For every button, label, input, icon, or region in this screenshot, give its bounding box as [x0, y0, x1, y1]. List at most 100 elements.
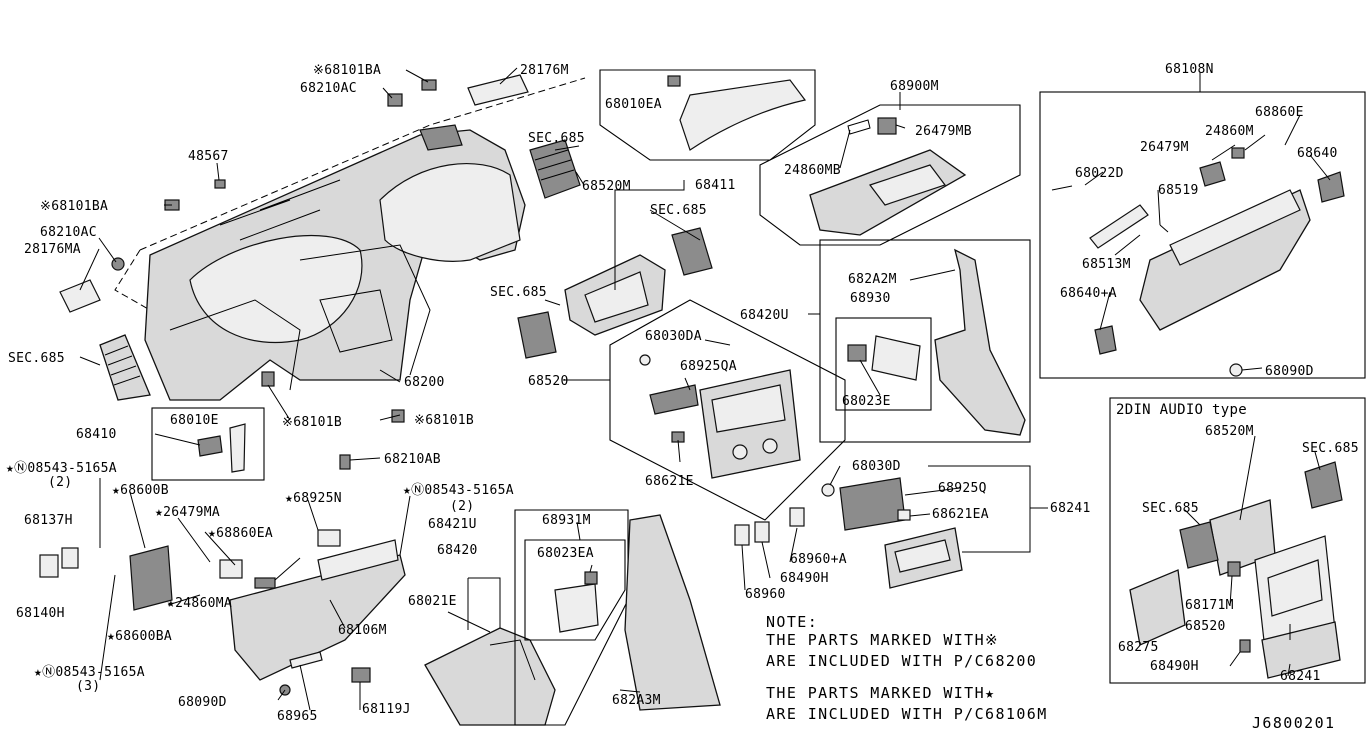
label-682A2M: 682A2M: [848, 272, 897, 287]
label-68520: 68520: [528, 374, 569, 389]
note-line-4: THE PARTS MARKED WITH★: [766, 684, 995, 702]
label-68101B-a: ※68101B: [282, 415, 342, 430]
notes-block: NOTE: THE PARTS MARKED WITH※ ARE INCLUDE…: [766, 613, 1048, 723]
label-68411: 68411: [695, 178, 736, 193]
side-panel-box: [819, 239, 1031, 443]
label-68925N: ★68925N: [285, 491, 342, 506]
label-68860E: 68860E: [1255, 105, 1304, 120]
audio-type-box: [1109, 397, 1366, 684]
label-68420U: 68420U: [740, 308, 789, 323]
label-68925Q: 68925Q: [938, 481, 987, 496]
label-08543-a: ★Ⓝ08543-5165A: [6, 461, 117, 476]
label-68960A: 68960+A: [790, 552, 847, 567]
label-68931M: 68931M: [542, 513, 591, 528]
label-68900M: 68900M: [890, 79, 939, 94]
label-08543-b-qty: (2): [450, 499, 474, 514]
label-68101B-b: ※68101B: [414, 413, 474, 428]
label-26479MB: 26479MB: [915, 124, 972, 139]
label-68600B: ★68600B: [112, 483, 169, 498]
switch-panel-parts: [734, 477, 963, 589]
diagram-code: J6800201: [1252, 714, 1335, 732]
label-68421U: 68421U: [428, 517, 477, 532]
label-68210AC-top: 68210AC: [300, 81, 357, 96]
label-68621EA: 68621EA: [932, 507, 989, 522]
label-24860MB: 24860MB: [784, 163, 841, 178]
label-68030DA: 68030DA: [645, 329, 702, 344]
label-audio-sec685-mid: SEC.685: [1142, 501, 1199, 516]
lower-side-panel: [424, 627, 556, 726]
part-labels: ※68101BA 68210AC 28176M 68010EA 68411 48…: [6, 62, 1359, 724]
label-68030D: 68030D: [852, 459, 901, 474]
label-68101BA-left: ※68101BA: [40, 199, 108, 214]
label-sec685-left: SEC.685: [8, 351, 65, 366]
label-68621E: 68621E: [645, 474, 694, 489]
label-audio-68490H: 68490H: [1150, 659, 1199, 674]
label-24860M: 24860M: [1205, 124, 1254, 139]
label-audio-68520M: 68520M: [1205, 424, 1254, 439]
label-68108N: 68108N: [1165, 62, 1214, 77]
label-sec685-c: SEC.685: [490, 285, 547, 300]
label-68090D-right: 68090D: [1265, 364, 1314, 379]
label-68200: 68200: [404, 375, 445, 390]
label-68119J: 68119J: [362, 702, 411, 717]
label-68960: 68960: [745, 587, 786, 602]
note-line-3: ARE INCLUDED WITH P/C68200: [766, 652, 1037, 670]
note-line-1: NOTE:: [766, 613, 818, 631]
label-68101BA-top: ※68101BA: [313, 63, 381, 78]
label-audio-title: 2DIN AUDIO type: [1116, 402, 1247, 418]
label-24860MA: ★24860MA: [167, 596, 232, 611]
label-audio-68171M: 68171M: [1185, 598, 1234, 613]
label-68925QA: 68925QA: [680, 359, 737, 374]
glovebox-lid-box: [759, 104, 1021, 246]
label-68010E: 68010E: [170, 413, 219, 428]
label-68241: 68241: [1050, 501, 1091, 516]
kick-panel-box: [514, 509, 721, 726]
label-68410: 68410: [76, 427, 117, 442]
glovebox-box: [1039, 91, 1366, 379]
label-68600BA: ★68600BA: [107, 629, 172, 644]
label-audio-sec685-top: SEC.685: [1302, 441, 1359, 456]
label-68021E: 68021E: [408, 594, 457, 609]
label-48567: 48567: [188, 149, 229, 164]
label-audio-68241: 68241: [1280, 669, 1321, 684]
label-68519: 68519: [1158, 183, 1199, 198]
label-68420: 68420: [437, 543, 478, 558]
label-28176MA: 28176MA: [24, 242, 81, 257]
clip-parts: [59, 74, 529, 470]
label-68640: 68640: [1297, 146, 1338, 161]
label-68210AC-left: 68210AC: [40, 225, 97, 240]
label-26479MA: ★26479MA: [155, 505, 220, 520]
label-audio-68520: 68520: [1185, 619, 1226, 634]
label-68513M: 68513M: [1082, 257, 1131, 272]
label-68010EA: 68010EA: [605, 97, 662, 112]
label-68860EA: ★68860EA: [208, 526, 273, 541]
label-68106M: 68106M: [338, 623, 387, 638]
label-08543-a-qty: (2): [48, 475, 72, 490]
label-68090D-left: 68090D: [178, 695, 227, 710]
label-08543-c: ★Ⓝ08543-5165A: [34, 665, 145, 680]
label-26479M: 26479M: [1140, 140, 1189, 155]
center-cluster-box: [609, 299, 846, 521]
label-68140H: 68140H: [16, 606, 65, 621]
label-68965: 68965: [277, 709, 318, 724]
label-68137H: 68137H: [24, 513, 73, 528]
label-68640A: 68640+A: [1060, 286, 1117, 301]
label-68490H: 68490H: [780, 571, 829, 586]
label-68022D: 68022D: [1075, 166, 1124, 181]
dashboard-panel: [99, 77, 586, 401]
label-08543-b: ★Ⓝ08543-5165A: [403, 483, 514, 498]
label-68023E: 68023E: [842, 394, 891, 409]
label-682A3M: 682A3M: [612, 693, 661, 708]
label-68023EA: 68023EA: [537, 546, 594, 561]
label-68210AB: 68210AB: [384, 452, 441, 467]
vent-parts: [517, 79, 807, 359]
label-sec685-a: SEC.685: [528, 131, 585, 146]
label-28176M: 28176M: [520, 63, 569, 78]
label-08543-c-qty: (3): [76, 679, 100, 694]
leader-lines: [79, 67, 1331, 711]
note-line-5: ARE INCLUDED WITH P/C68106M: [766, 705, 1048, 723]
note-line-2: THE PARTS MARKED WITH※: [766, 631, 999, 649]
lower-vent-box: [151, 407, 265, 481]
label-sec685-b: SEC.685: [650, 203, 707, 218]
